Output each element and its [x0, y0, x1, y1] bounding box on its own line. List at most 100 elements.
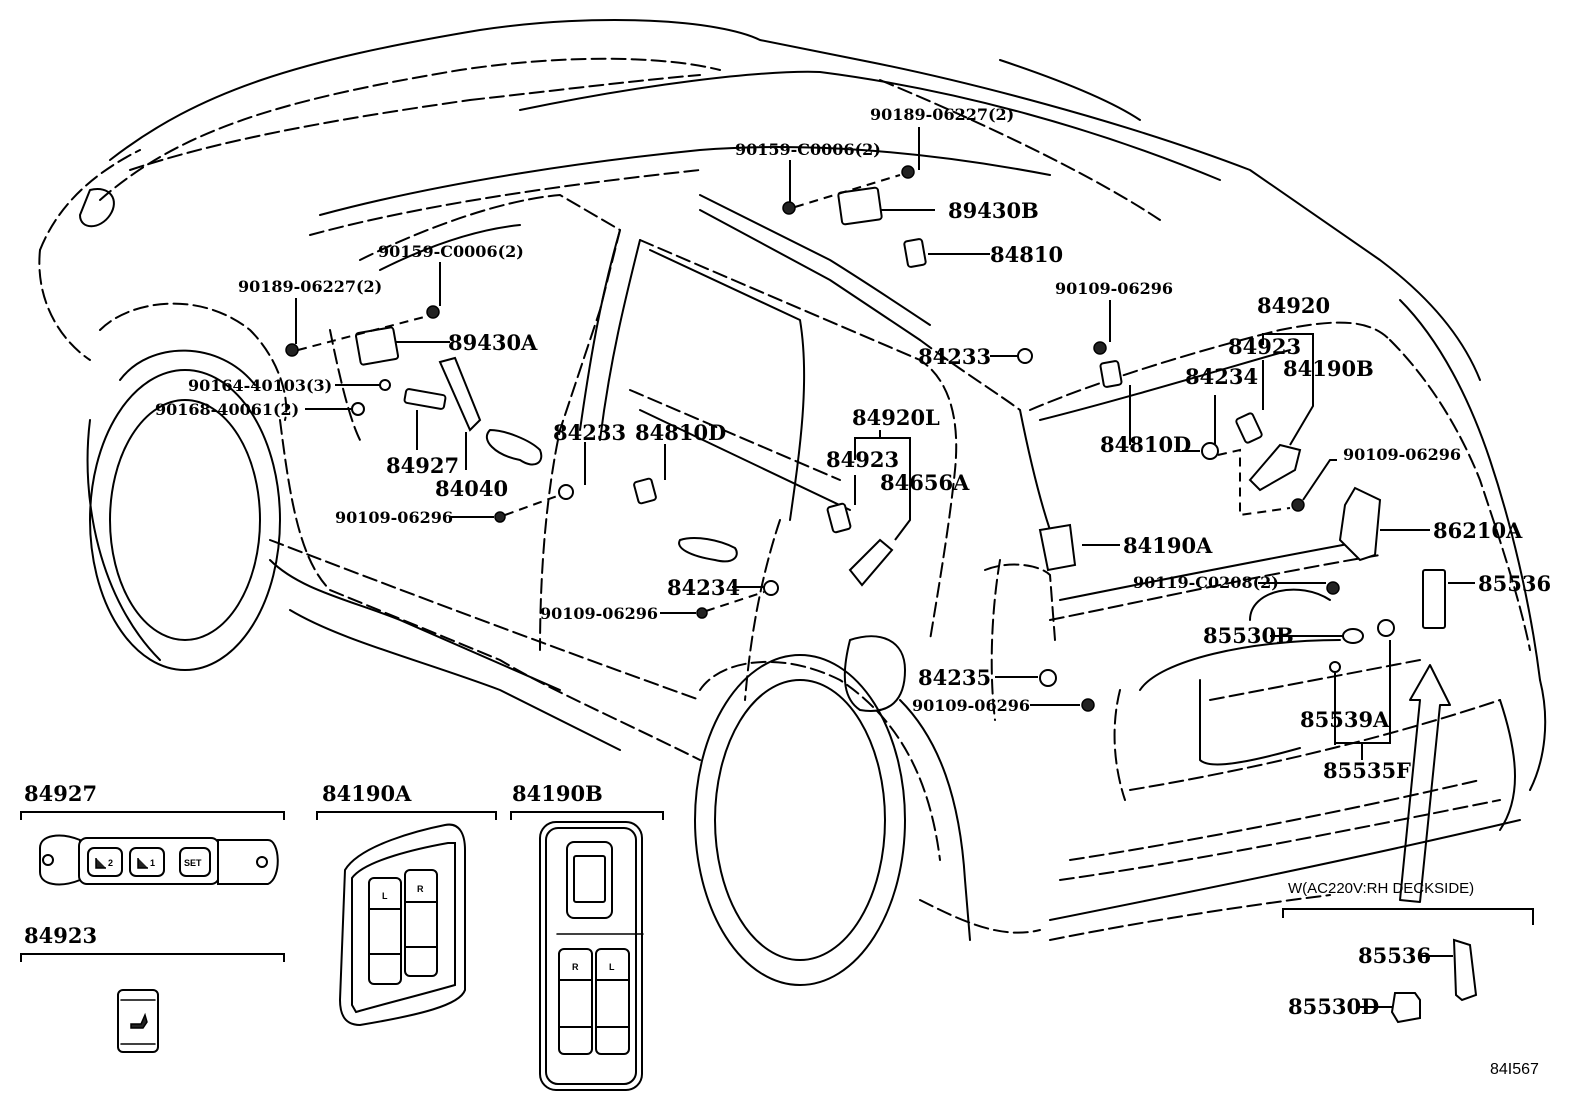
callout-85530D-detail[interactable]: 85530D: [1288, 994, 1379, 1019]
callout-85530B[interactable]: 85530B: [1203, 623, 1294, 648]
ac220v-note: W(AC220V:RH DECKSIDE): [1288, 880, 1474, 897]
part-84923-right[interactable]: [1235, 412, 1263, 444]
part-84656A[interactable]: [848, 538, 894, 587]
part-84810D-right[interactable]: [1099, 360, 1123, 388]
part-85530D-detail[interactable]: [1390, 992, 1421, 1024]
screw-90189-06227-left[interactable]: [285, 343, 299, 357]
switch-b-left-label: L: [609, 962, 615, 972]
part-84190A[interactable]: [1038, 523, 1077, 572]
callout-90109-06296-b[interactable]: 90109-06296: [540, 604, 658, 623]
screw-90109-06296-d[interactable]: [1291, 498, 1305, 512]
memory-button-1[interactable]: [129, 847, 165, 877]
callout-84190A[interactable]: 84190A: [1123, 533, 1213, 558]
callout-85536[interactable]: 85536: [1478, 571, 1551, 596]
screw-90119-C0208[interactable]: [1326, 581, 1340, 595]
detail-84190A-label: 84190A: [322, 781, 412, 806]
part-84233-mid[interactable]: [558, 484, 574, 500]
callout-90109-06296-c[interactable]: 90109-06296: [1055, 279, 1173, 298]
detail-84190B-label: 84190B: [512, 781, 603, 806]
callout-84810[interactable]: 84810: [990, 242, 1063, 267]
vehicle-outline: [38, 19, 1547, 986]
detail-84927: 84927 2 1 SET: [20, 781, 285, 886]
part-86210A[interactable]: [1338, 486, 1382, 562]
switch-b-right-label: R: [572, 962, 579, 972]
part-84927[interactable]: [403, 388, 447, 410]
part-89430B[interactable]: [837, 186, 883, 226]
detail-84190A: 84190A L R: [316, 781, 497, 1027]
bolt-90159-C0006-left[interactable]: [426, 305, 440, 319]
part-84235[interactable]: [1039, 669, 1057, 687]
part-84234-mid[interactable]: [763, 580, 779, 596]
components: [285, 165, 1451, 903]
callout-84923-mid[interactable]: 84923: [826, 447, 899, 472]
part-84810D-mid[interactable]: [633, 477, 657, 505]
screw-90109-06296-b[interactable]: [696, 607, 708, 619]
memory-button-2[interactable]: [87, 847, 123, 877]
seat-icon: [130, 1012, 148, 1029]
callout-84190B[interactable]: 84190B: [1283, 356, 1374, 381]
part-84810[interactable]: [903, 238, 927, 268]
detail-84190B: 84190B R L: [510, 781, 664, 1091]
callout-84234-right[interactable]: 84234: [1185, 364, 1258, 389]
callout-85536-detail[interactable]: 85536: [1358, 943, 1431, 968]
part-85536[interactable]: [1422, 569, 1446, 629]
callout-90189-06227-left[interactable]: 90189-06227(2): [238, 277, 382, 296]
screw-90189-06227-top[interactable]: [901, 165, 915, 179]
callout-90159-C0006-top[interactable]: 90159-C0006(2): [735, 140, 881, 159]
figure-code: 84I567: [1490, 1061, 1539, 1078]
part-84190B[interactable]: [1248, 443, 1302, 492]
callout-90119-C0208[interactable]: 90119-C0208(2): [1133, 573, 1279, 592]
callout-90168-40061[interactable]: 90168-40061(2): [155, 400, 299, 419]
part-85539A[interactable]: [1329, 661, 1341, 673]
callout-84810D-right[interactable]: 84810D: [1100, 432, 1191, 457]
part-84923-mid[interactable]: [826, 502, 852, 534]
callout-85539A[interactable]: 85539A: [1300, 707, 1390, 732]
screw-90109-06296-e[interactable]: [1081, 698, 1095, 712]
callout-90109-06296-a[interactable]: 90109-06296: [335, 508, 453, 527]
switch-right-label: R: [417, 884, 424, 894]
callout-90164-40103[interactable]: 90164-40103(3): [188, 376, 332, 395]
part-84234-right[interactable]: [1201, 442, 1219, 460]
callout-84923-right[interactable]: 84923: [1228, 334, 1301, 359]
callout-84233-mid[interactable]: 84233: [553, 420, 626, 445]
memory-set-button[interactable]: [179, 847, 211, 877]
callout-89430A[interactable]: 89430A: [448, 330, 538, 355]
callout-90159-C0006-left[interactable]: 90159-C0006(2): [378, 242, 524, 261]
callout-89430B[interactable]: 89430B: [948, 198, 1039, 223]
callout-84235[interactable]: 84235: [918, 665, 991, 690]
callout-84927[interactable]: 84927: [386, 453, 459, 478]
detail-84927-label: 84927: [24, 781, 97, 806]
callout-84656A[interactable]: 84656A: [880, 470, 970, 495]
detail-84923: 84923: [20, 923, 285, 1053]
part-85536-detail[interactable]: [1452, 938, 1478, 1002]
callout-86210A[interactable]: 86210A: [1433, 518, 1523, 543]
part-85530B[interactable]: [1342, 628, 1364, 644]
callout-84234-mid[interactable]: 84234: [667, 575, 740, 600]
callout-85535F[interactable]: 85535F: [1323, 758, 1411, 783]
screw-90109-06296-c[interactable]: [1093, 341, 1107, 355]
switch-left-label: L: [382, 891, 388, 901]
callout-84920L[interactable]: 84920L: [852, 405, 940, 430]
memory-button-1-label: 1: [150, 858, 155, 868]
callout-84233-right[interactable]: 84233: [918, 344, 991, 369]
seat-switch-84923: [117, 989, 159, 1053]
callout-90109-06296-d[interactable]: 90109-06296: [1343, 445, 1461, 464]
callout-84040[interactable]: 84040: [435, 476, 508, 501]
callout-90109-06296-e[interactable]: 90109-06296: [912, 696, 1030, 715]
callout-90189-06227-top[interactable]: 90189-06227(2): [870, 105, 1014, 124]
window-switch-left[interactable]: [368, 877, 402, 985]
part-84040[interactable]: [438, 356, 482, 432]
screw-90109-06296-a[interactable]: [494, 511, 506, 523]
window-switch-right[interactable]: [404, 869, 438, 977]
screw-90164-40103[interactable]: [379, 379, 391, 391]
leader-lines: [295, 127, 1475, 760]
callout-84920[interactable]: 84920: [1257, 293, 1330, 318]
bolt-90159-C0006-top[interactable]: [782, 201, 796, 215]
memory-set-label: SET: [184, 858, 202, 868]
detail-84923-label: 84923: [24, 923, 97, 948]
part-84233-right[interactable]: [1017, 348, 1033, 364]
screw-90168-40061[interactable]: [351, 402, 365, 416]
callout-labels: 90189-06227(2) 90159-C0006(2) 89430B 848…: [155, 105, 1551, 783]
memory-button-2-label: 2: [108, 858, 113, 868]
callout-84810D-mid[interactable]: 84810D: [635, 420, 726, 445]
